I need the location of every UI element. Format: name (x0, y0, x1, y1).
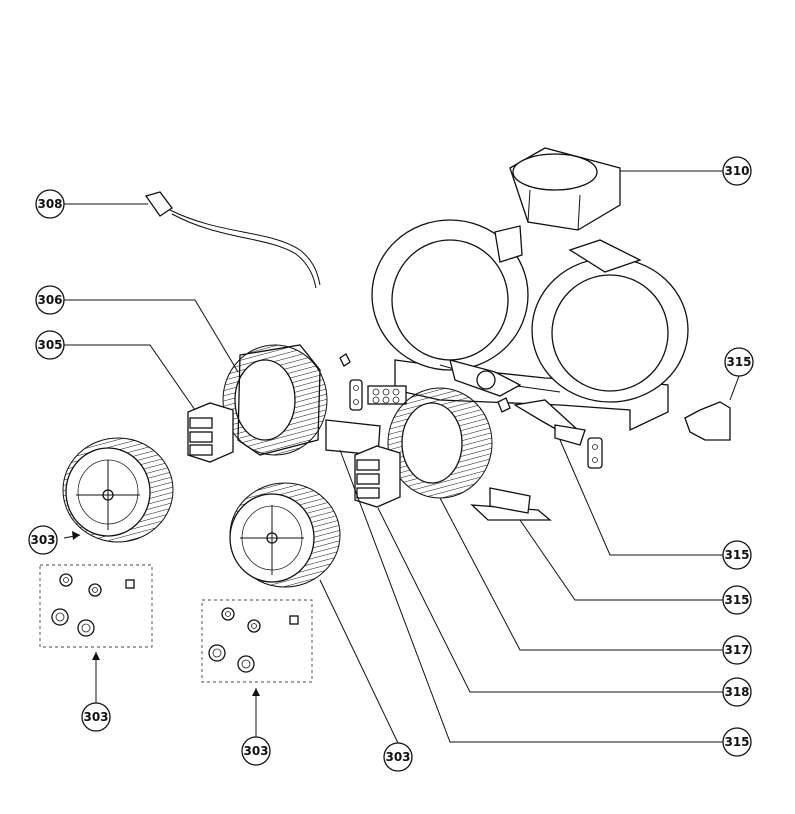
callout-315-filter: 315 (722, 727, 752, 757)
callout-318: 318 (722, 677, 752, 707)
blower-housing (371, 219, 689, 432)
svg-text:318: 318 (724, 685, 749, 699)
power-cord (144, 191, 321, 289)
svg-text:317: 317 (724, 643, 749, 657)
svg-text:303: 303 (30, 533, 55, 547)
callout-317: 317 (722, 635, 752, 665)
callout-303-kit-left: 303 (81, 702, 111, 732)
svg-text:310: 310 (724, 164, 749, 178)
blower-wheel-left (222, 344, 328, 456)
callout-306: 306 (35, 285, 65, 315)
svg-text:306: 306 (37, 293, 62, 307)
svg-text:315: 315 (724, 548, 749, 562)
svg-text:303: 303 (385, 750, 410, 764)
svg-text:303: 303 (243, 744, 268, 758)
impeller-left (62, 437, 174, 543)
motor-left (187, 402, 234, 463)
hardware-kit-left (39, 564, 153, 648)
svg-text:315: 315 (724, 735, 749, 749)
motor-right (354, 445, 401, 508)
svg-text:303: 303 (83, 710, 108, 724)
callout-310: 310 (722, 156, 752, 186)
hardware-kit-middle (201, 599, 313, 683)
glass-cover (470, 487, 552, 521)
blower-wheel-right (387, 387, 493, 499)
callout-303-impeller-middle: 303 (383, 742, 413, 772)
svg-text:315: 315 (724, 593, 749, 607)
terminal-block (367, 385, 407, 405)
svg-text:315: 315 (726, 355, 751, 369)
top-duct (509, 147, 621, 231)
clip-part (349, 379, 603, 469)
arrowheads (72, 531, 260, 696)
svg-text:305: 305 (37, 338, 62, 352)
side-cap (684, 401, 731, 441)
callout-303-kit-middle: 303 (241, 736, 271, 766)
callout-303-left: 303 (28, 525, 58, 555)
callout-305: 305 (35, 330, 65, 360)
callout-308: 308 (35, 189, 65, 219)
leader-lines (63, 170, 740, 744)
callout-315-side-cap: 315 (724, 347, 754, 377)
callout-315-glass: 315 (722, 585, 752, 615)
impeller-middle (229, 482, 341, 588)
svg-text:308: 308 (37, 197, 62, 211)
callout-315-clip: 315 (722, 540, 752, 570)
